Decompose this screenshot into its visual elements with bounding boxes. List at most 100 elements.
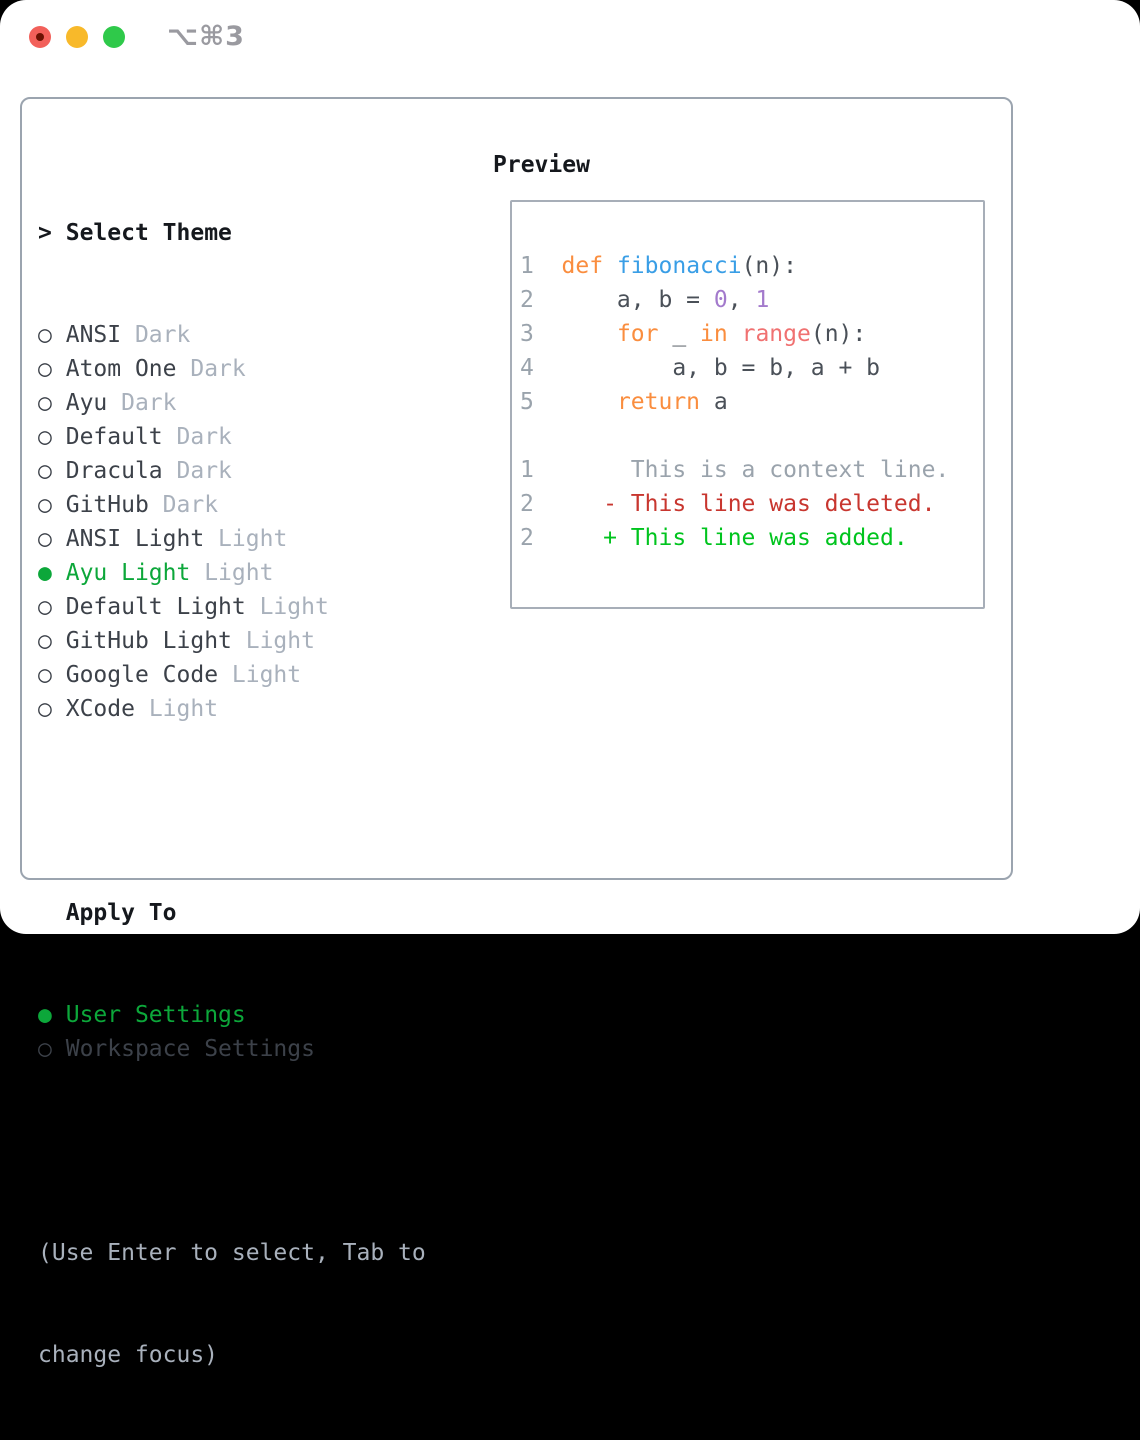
theme-tag: Dark bbox=[162, 458, 232, 484]
prompt-icon: > bbox=[38, 220, 52, 246]
theme-name: ANSI Light bbox=[65, 526, 205, 552]
theme-tag: Dark bbox=[148, 492, 219, 518]
theme-name: Google Code bbox=[65, 662, 219, 688]
theme-option-dracula[interactable]: ○ Dracula Dark bbox=[38, 454, 426, 488]
code-token-def: a, b = bbox=[561, 287, 714, 313]
spacer bbox=[52, 322, 66, 348]
radio-icon: ● bbox=[38, 560, 52, 586]
spacer bbox=[52, 492, 66, 518]
theme-option-ayu[interactable]: ○ Ayu Dark bbox=[38, 386, 426, 420]
apply-option-label: Workspace Settings bbox=[65, 1036, 315, 1062]
spacer bbox=[52, 662, 66, 688]
help-text-line-2: change focus) bbox=[38, 1342, 219, 1368]
apply-to-label: Apply To bbox=[65, 900, 177, 926]
theme-tag: Dark bbox=[121, 322, 191, 348]
spacer bbox=[52, 458, 66, 484]
theme-option-github-light[interactable]: ○ GitHub Light Light bbox=[38, 624, 426, 658]
code-token-num: 1 bbox=[755, 287, 770, 313]
apply-option-user-settings[interactable]: ● User Settings bbox=[38, 998, 426, 1032]
radio-icon: ○ bbox=[38, 356, 52, 382]
close-button[interactable] bbox=[29, 26, 51, 48]
theme-option-ansi-light[interactable]: ○ ANSI Light Light bbox=[38, 522, 426, 556]
theme-name: Ayu Light bbox=[65, 560, 191, 586]
titlebar bbox=[29, 26, 140, 48]
theme-list: ○ ANSI Dark○ Atom One Dark○ Ayu Dark○ De… bbox=[38, 318, 426, 726]
spacer bbox=[52, 424, 66, 450]
help-text-line-1: (Use Enter to select, Tab to bbox=[38, 1240, 426, 1266]
select-theme-label: Select Theme bbox=[65, 220, 232, 246]
preview-line: 2 + This line was added. bbox=[520, 521, 983, 555]
apply-to-list: ● User Settings○ Workspace Settings bbox=[38, 998, 426, 1066]
apply-option-workspace-settings[interactable]: ○ Workspace Settings bbox=[38, 1032, 426, 1066]
code-token-kw: return bbox=[616, 389, 701, 415]
code-token-def: (n): bbox=[810, 321, 867, 347]
radio-icon: ○ bbox=[38, 424, 52, 450]
theme-tag: Dark bbox=[162, 424, 232, 450]
line-number: 4 bbox=[520, 355, 562, 381]
radio-icon: ○ bbox=[38, 458, 52, 484]
code-token-add: + This line was added. bbox=[561, 525, 908, 551]
theme-option-atom-one[interactable]: ○ Atom One Dark bbox=[38, 352, 426, 386]
theme-name: ANSI bbox=[65, 322, 122, 348]
code-token-def bbox=[562, 321, 617, 347]
code-token-fn: fibonacci bbox=[616, 253, 742, 279]
theme-option-default[interactable]: ○ Default Dark bbox=[38, 420, 426, 454]
theme-name: Atom One bbox=[65, 356, 177, 382]
line-number: 3 bbox=[520, 321, 562, 347]
minimize-button[interactable] bbox=[66, 26, 88, 48]
theme-option-xcode[interactable]: ○ XCode Light bbox=[38, 692, 426, 726]
preview-line bbox=[520, 419, 983, 453]
preview-line: 1 def fibonacci(n): bbox=[520, 249, 983, 283]
spacer bbox=[52, 628, 66, 654]
line-number: 2 bbox=[520, 287, 562, 313]
apply-to-header: Apply To bbox=[38, 896, 426, 930]
code-token-def: , bbox=[727, 287, 756, 313]
theme-tag: Light bbox=[245, 594, 329, 620]
code-token-num: 0 bbox=[713, 287, 728, 313]
theme-list-column: > Select Theme ○ ANSI Dark○ Atom One Dar… bbox=[38, 148, 426, 1440]
radio-icon: ○ bbox=[38, 696, 52, 722]
theme-name: GitHub Light bbox=[65, 628, 232, 654]
theme-option-default-light[interactable]: ○ Default Light Light bbox=[38, 590, 426, 624]
code-token-def: (n): bbox=[741, 253, 797, 279]
theme-name: Ayu bbox=[65, 390, 108, 416]
spacer bbox=[38, 1134, 426, 1168]
preview-line: 4 a, b = b, a + b bbox=[520, 351, 983, 385]
zoom-button[interactable] bbox=[103, 26, 125, 48]
radio-icon: ○ bbox=[38, 662, 52, 688]
select-theme-header: > Select Theme bbox=[38, 216, 426, 250]
theme-option-ayu-light[interactable]: ● Ayu Light Light bbox=[38, 556, 426, 590]
theme-option-ansi[interactable]: ○ ANSI Dark bbox=[38, 318, 426, 352]
preview-line: 5 return a bbox=[520, 385, 983, 419]
spacer bbox=[52, 1036, 66, 1062]
app-window: ⌥⌘3 > Select Theme ○ ANSI Dark○ Atom One… bbox=[0, 0, 1140, 1368]
code-token-def: a, b = b, a + b bbox=[561, 355, 881, 381]
code-token-kw: in bbox=[700, 321, 728, 347]
theme-tag: Light bbox=[190, 560, 274, 586]
theme-tag: Light bbox=[134, 696, 219, 722]
theme-name: GitHub bbox=[65, 492, 149, 518]
apply-option-label: User Settings bbox=[65, 1002, 246, 1028]
spacer bbox=[52, 594, 66, 620]
theme-tag: Dark bbox=[107, 390, 177, 416]
theme-option-github[interactable]: ○ GitHub Dark bbox=[38, 488, 426, 522]
theme-option-google-code[interactable]: ○ Google Code Light bbox=[38, 658, 426, 692]
code-token-ctx: This is a context line. bbox=[561, 457, 950, 483]
preview-line: 2 - This line was deleted. bbox=[520, 487, 983, 521]
spacer bbox=[52, 220, 66, 246]
radio-icon: ○ bbox=[38, 594, 52, 620]
theme-name: Default bbox=[65, 424, 163, 450]
line-number: 1 bbox=[520, 457, 562, 483]
radio-icon: ○ bbox=[38, 492, 52, 518]
spacer bbox=[52, 1002, 66, 1028]
spacer bbox=[38, 900, 66, 926]
theme-name: XCode bbox=[65, 696, 135, 722]
radio-icon: ○ bbox=[38, 1036, 52, 1062]
spacer bbox=[52, 696, 66, 722]
line-number: 5 bbox=[520, 389, 562, 415]
spacer bbox=[38, 794, 426, 828]
line-number: 2 bbox=[520, 491, 562, 517]
code-token-call: range bbox=[741, 321, 811, 347]
theme-tag: Light bbox=[204, 526, 288, 552]
